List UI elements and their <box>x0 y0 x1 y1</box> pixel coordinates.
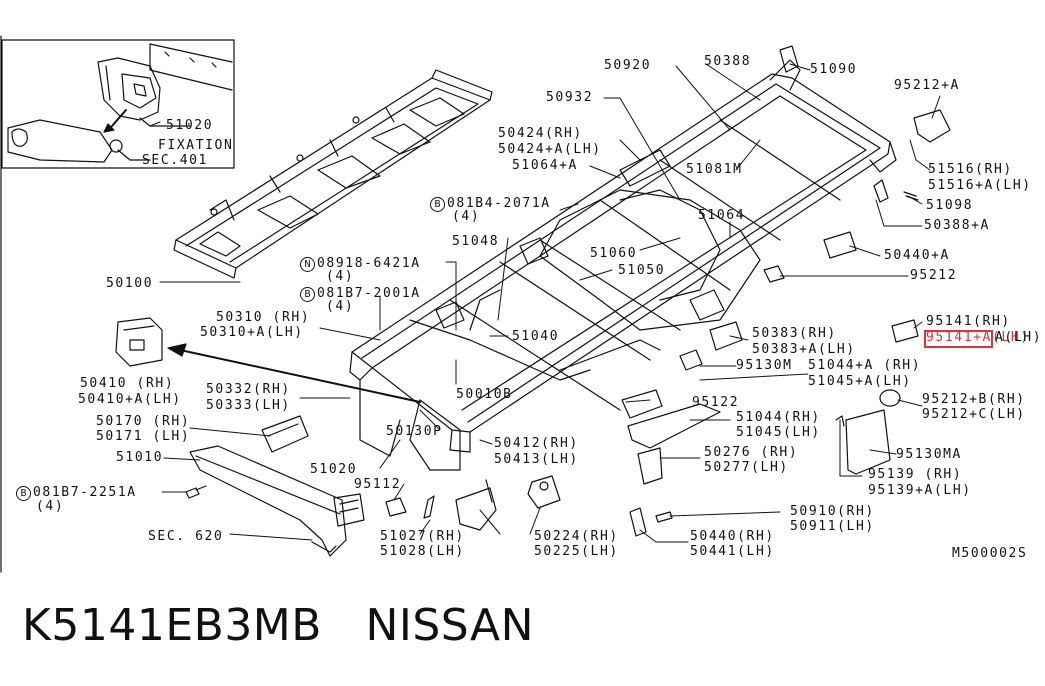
label-95212clh[interactable]: 95212+C(LH) <box>922 407 1026 422</box>
label-50130p[interactable]: 50130P <box>386 424 443 439</box>
pointer-arrow-head <box>167 343 187 357</box>
label-50424lh[interactable]: 50424+A(LH) <box>498 142 602 157</box>
label-50388[interactable]: 50388 <box>704 54 752 69</box>
label-50310lh[interactable]: 50310+A(LH) <box>200 325 304 340</box>
label-50383rh[interactable]: 50383(RH) <box>752 326 837 341</box>
label-50333[interactable]: 50333(LH) <box>206 398 291 413</box>
label-95141lh-suffix: A(LH) <box>995 330 1043 345</box>
nut-icon: N <box>300 257 315 272</box>
label-50424rh[interactable]: 50424(RH) <box>498 126 583 141</box>
label-bolt2-qty: (4) <box>326 299 355 314</box>
caption-brand: NISSAN <box>365 600 535 651</box>
label-51045alh[interactable]: 51045+A(LH) <box>808 374 912 389</box>
bolt-icon: B <box>16 486 31 501</box>
label-95212[interactable]: 95212 <box>910 268 958 283</box>
label-51081m[interactable]: 51081M <box>686 162 743 177</box>
label-inset-51020: 51020 <box>166 118 214 133</box>
caption-part-number: K5141EB3MB <box>22 600 322 651</box>
label-95130ma[interactable]: 95130MA <box>896 447 962 462</box>
label-50225[interactable]: 50225(LH) <box>534 544 619 559</box>
label-50170[interactable]: 50170 (RH) <box>96 414 191 429</box>
label-50441lh[interactable]: 50441(LH) <box>690 544 775 559</box>
label-50277[interactable]: 50277(LH) <box>704 460 789 475</box>
main-frame-artwork <box>349 59 897 471</box>
label-bolt3-number: 081B7-2251A <box>33 485 137 500</box>
inset-box <box>1 39 235 169</box>
label-bolt3-qty: (4) <box>36 499 65 514</box>
label-inset-sec401: SEC.401 <box>142 153 208 168</box>
label-inset-fixation: FIXATION <box>158 138 234 153</box>
label-51048[interactable]: 51048 <box>452 234 500 249</box>
label-95212brh[interactable]: 95212+B(RH) <box>922 392 1026 407</box>
label-50383lh[interactable]: 50383+A(LH) <box>752 342 856 357</box>
label-nut-number: 08918-6421A <box>317 256 421 271</box>
label-50276[interactable]: 50276 (RH) <box>704 445 799 460</box>
label-50332[interactable]: 50332(RH) <box>206 382 291 397</box>
label-95212a[interactable]: 95212+A <box>894 78 960 93</box>
highlight-box <box>924 330 993 348</box>
label-51090[interactable]: 51090 <box>810 62 858 77</box>
bolt-icon: B <box>300 287 315 302</box>
leader-lines <box>149 63 941 543</box>
label-51064a[interactable]: 51064+A <box>512 158 578 173</box>
label-50440a[interactable]: 50440+A <box>884 248 950 263</box>
label-50932[interactable]: 50932 <box>546 90 594 105</box>
label-51044rh[interactable]: 51044(RH) <box>736 410 821 425</box>
label-50412rh[interactable]: 50412(RH) <box>494 436 579 451</box>
label-50224[interactable]: 50224(RH) <box>534 529 619 544</box>
label-50911[interactable]: 50911(LH) <box>790 519 875 534</box>
small-frame-artwork <box>173 69 493 279</box>
bolt-icon: B <box>430 197 445 212</box>
caption: K5141EB3MB NISSAN <box>22 600 534 651</box>
label-51060[interactable]: 51060 <box>590 246 638 261</box>
label-95130m[interactable]: 95130M <box>736 358 793 373</box>
label-51050[interactable]: 51050 <box>618 263 666 278</box>
label-sec620[interactable]: SEC. 620 <box>148 529 224 544</box>
label-95139rh[interactable]: 95139 (RH) <box>868 467 963 482</box>
label-51098[interactable]: 51098 <box>926 198 974 213</box>
label-bolt1-number: 081B4-2071A <box>447 196 551 211</box>
label-50410lh[interactable]: 50410+A(LH) <box>78 392 182 407</box>
label-50920[interactable]: 50920 <box>604 58 652 73</box>
label-51028[interactable]: 51028(LH) <box>380 544 465 559</box>
diagram-code: M500002S <box>952 546 1028 561</box>
label-51027[interactable]: 51027(RH) <box>380 529 465 544</box>
label-51064[interactable]: 51064 <box>698 208 746 223</box>
label-50310rh[interactable]: 50310 (RH) <box>216 310 311 325</box>
inset-artwork <box>7 43 233 163</box>
label-95112[interactable]: 95112 <box>354 477 402 492</box>
label-50910[interactable]: 50910(RH) <box>790 504 875 519</box>
label-95139lh[interactable]: 95139+A(LH) <box>868 483 972 498</box>
label-95141lh-highlighted[interactable]: 95141+A(LH) <box>926 330 1030 345</box>
label-50388a[interactable]: 50388+A <box>924 218 990 233</box>
label-51044arh[interactable]: 51044+A (RH) <box>808 358 922 373</box>
pointer-arrow-line <box>179 349 421 403</box>
label-50410rh[interactable]: 50410 (RH) <box>80 376 175 391</box>
label-51516lh[interactable]: 51516+A(LH) <box>928 178 1032 193</box>
label-51010[interactable]: 51010 <box>116 450 164 465</box>
label-51040[interactable]: 51040 <box>512 329 560 344</box>
label-50413lh[interactable]: 50413(LH) <box>494 452 579 467</box>
label-bolt2-number: 081B7-2001A <box>317 286 421 301</box>
label-95141rh[interactable]: 95141(RH) <box>926 314 1011 329</box>
label-nut-qty: (4) <box>326 269 355 284</box>
label-bolt1-qty: (4) <box>452 209 481 224</box>
loose-parts-artwork <box>115 45 951 557</box>
label-50440rh[interactable]: 50440(RH) <box>690 529 775 544</box>
label-51045lh[interactable]: 51045(LH) <box>736 425 821 440</box>
label-50100[interactable]: 50100 <box>106 276 154 291</box>
label-95122[interactable]: 95122 <box>692 395 740 410</box>
label-50010b[interactable]: 50010B <box>456 387 513 402</box>
label-51020[interactable]: 51020 <box>310 462 358 477</box>
label-50171[interactable]: 50171 (LH) <box>96 429 191 444</box>
label-51516rh[interactable]: 51516(RH) <box>928 162 1013 177</box>
